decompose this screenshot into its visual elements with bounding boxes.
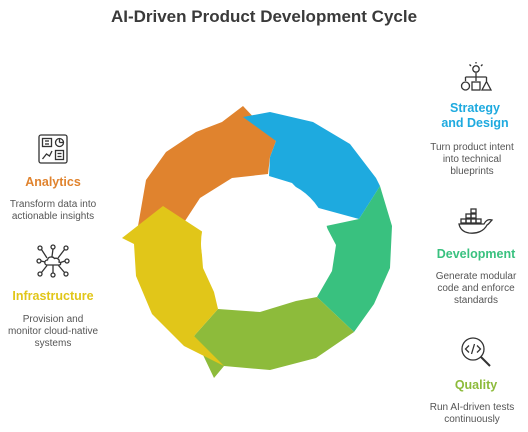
strategy-title-text: Strategy and Design xyxy=(441,101,509,130)
development-desc: Generate modular code and enforce standa… xyxy=(420,271,528,307)
strategy-desc-line-1: Turn product intent xyxy=(430,142,514,153)
development-desc-line-3: standards xyxy=(454,295,498,306)
analytics-desc: Transform data into actionable insights xyxy=(0,199,106,223)
docker-whale-icon xyxy=(458,208,494,234)
code-magnifier-icon xyxy=(461,337,491,367)
org-chart-icon xyxy=(460,62,492,91)
strategy-segment xyxy=(243,112,380,219)
infrastructure-desc-line-3: systems xyxy=(34,338,72,349)
development-desc-line-2: code and enforce xyxy=(437,283,515,294)
diagram-title: AI-Driven Product Development Cycle xyxy=(110,7,418,26)
analytics-desc-line-2: actionable insights xyxy=(11,211,95,222)
quality-segment xyxy=(194,297,354,378)
quality-title: Quality xyxy=(454,378,498,392)
strategy-desc-line-2: into technical xyxy=(442,154,502,165)
analytics-desc-line-1: Transform data into xyxy=(9,199,97,210)
development-segment xyxy=(317,186,392,332)
strategy-desc: Turn product intent into technical bluep… xyxy=(416,142,528,178)
strategy-desc-line-3: blueprints xyxy=(450,166,494,177)
development-desc-line-1: Generate modular xyxy=(435,271,517,282)
infrastructure-desc: Provision and monitor cloud-native syste… xyxy=(0,314,106,350)
infrastructure-title: Infrastructure xyxy=(12,289,94,303)
quality-desc-line-1: Run AI-driven tests xyxy=(429,402,515,413)
analytics-title: Analytics xyxy=(25,175,81,189)
development-title: Development xyxy=(436,247,516,261)
infrastructure-segment xyxy=(122,206,224,366)
analytics-segment xyxy=(138,106,276,226)
dashboard-icon xyxy=(38,134,68,164)
infrastructure-desc-line-1: Provision and xyxy=(22,314,84,325)
infrastructure-desc-line-2: monitor cloud-native xyxy=(7,326,99,337)
cloud-network-icon xyxy=(36,244,70,278)
quality-desc-line-2: continuously xyxy=(444,414,500,425)
strategy-title: Strategy and Design xyxy=(420,101,528,131)
quality-desc: Run AI-driven tests continuously xyxy=(416,402,528,426)
cycle-center xyxy=(201,179,329,307)
